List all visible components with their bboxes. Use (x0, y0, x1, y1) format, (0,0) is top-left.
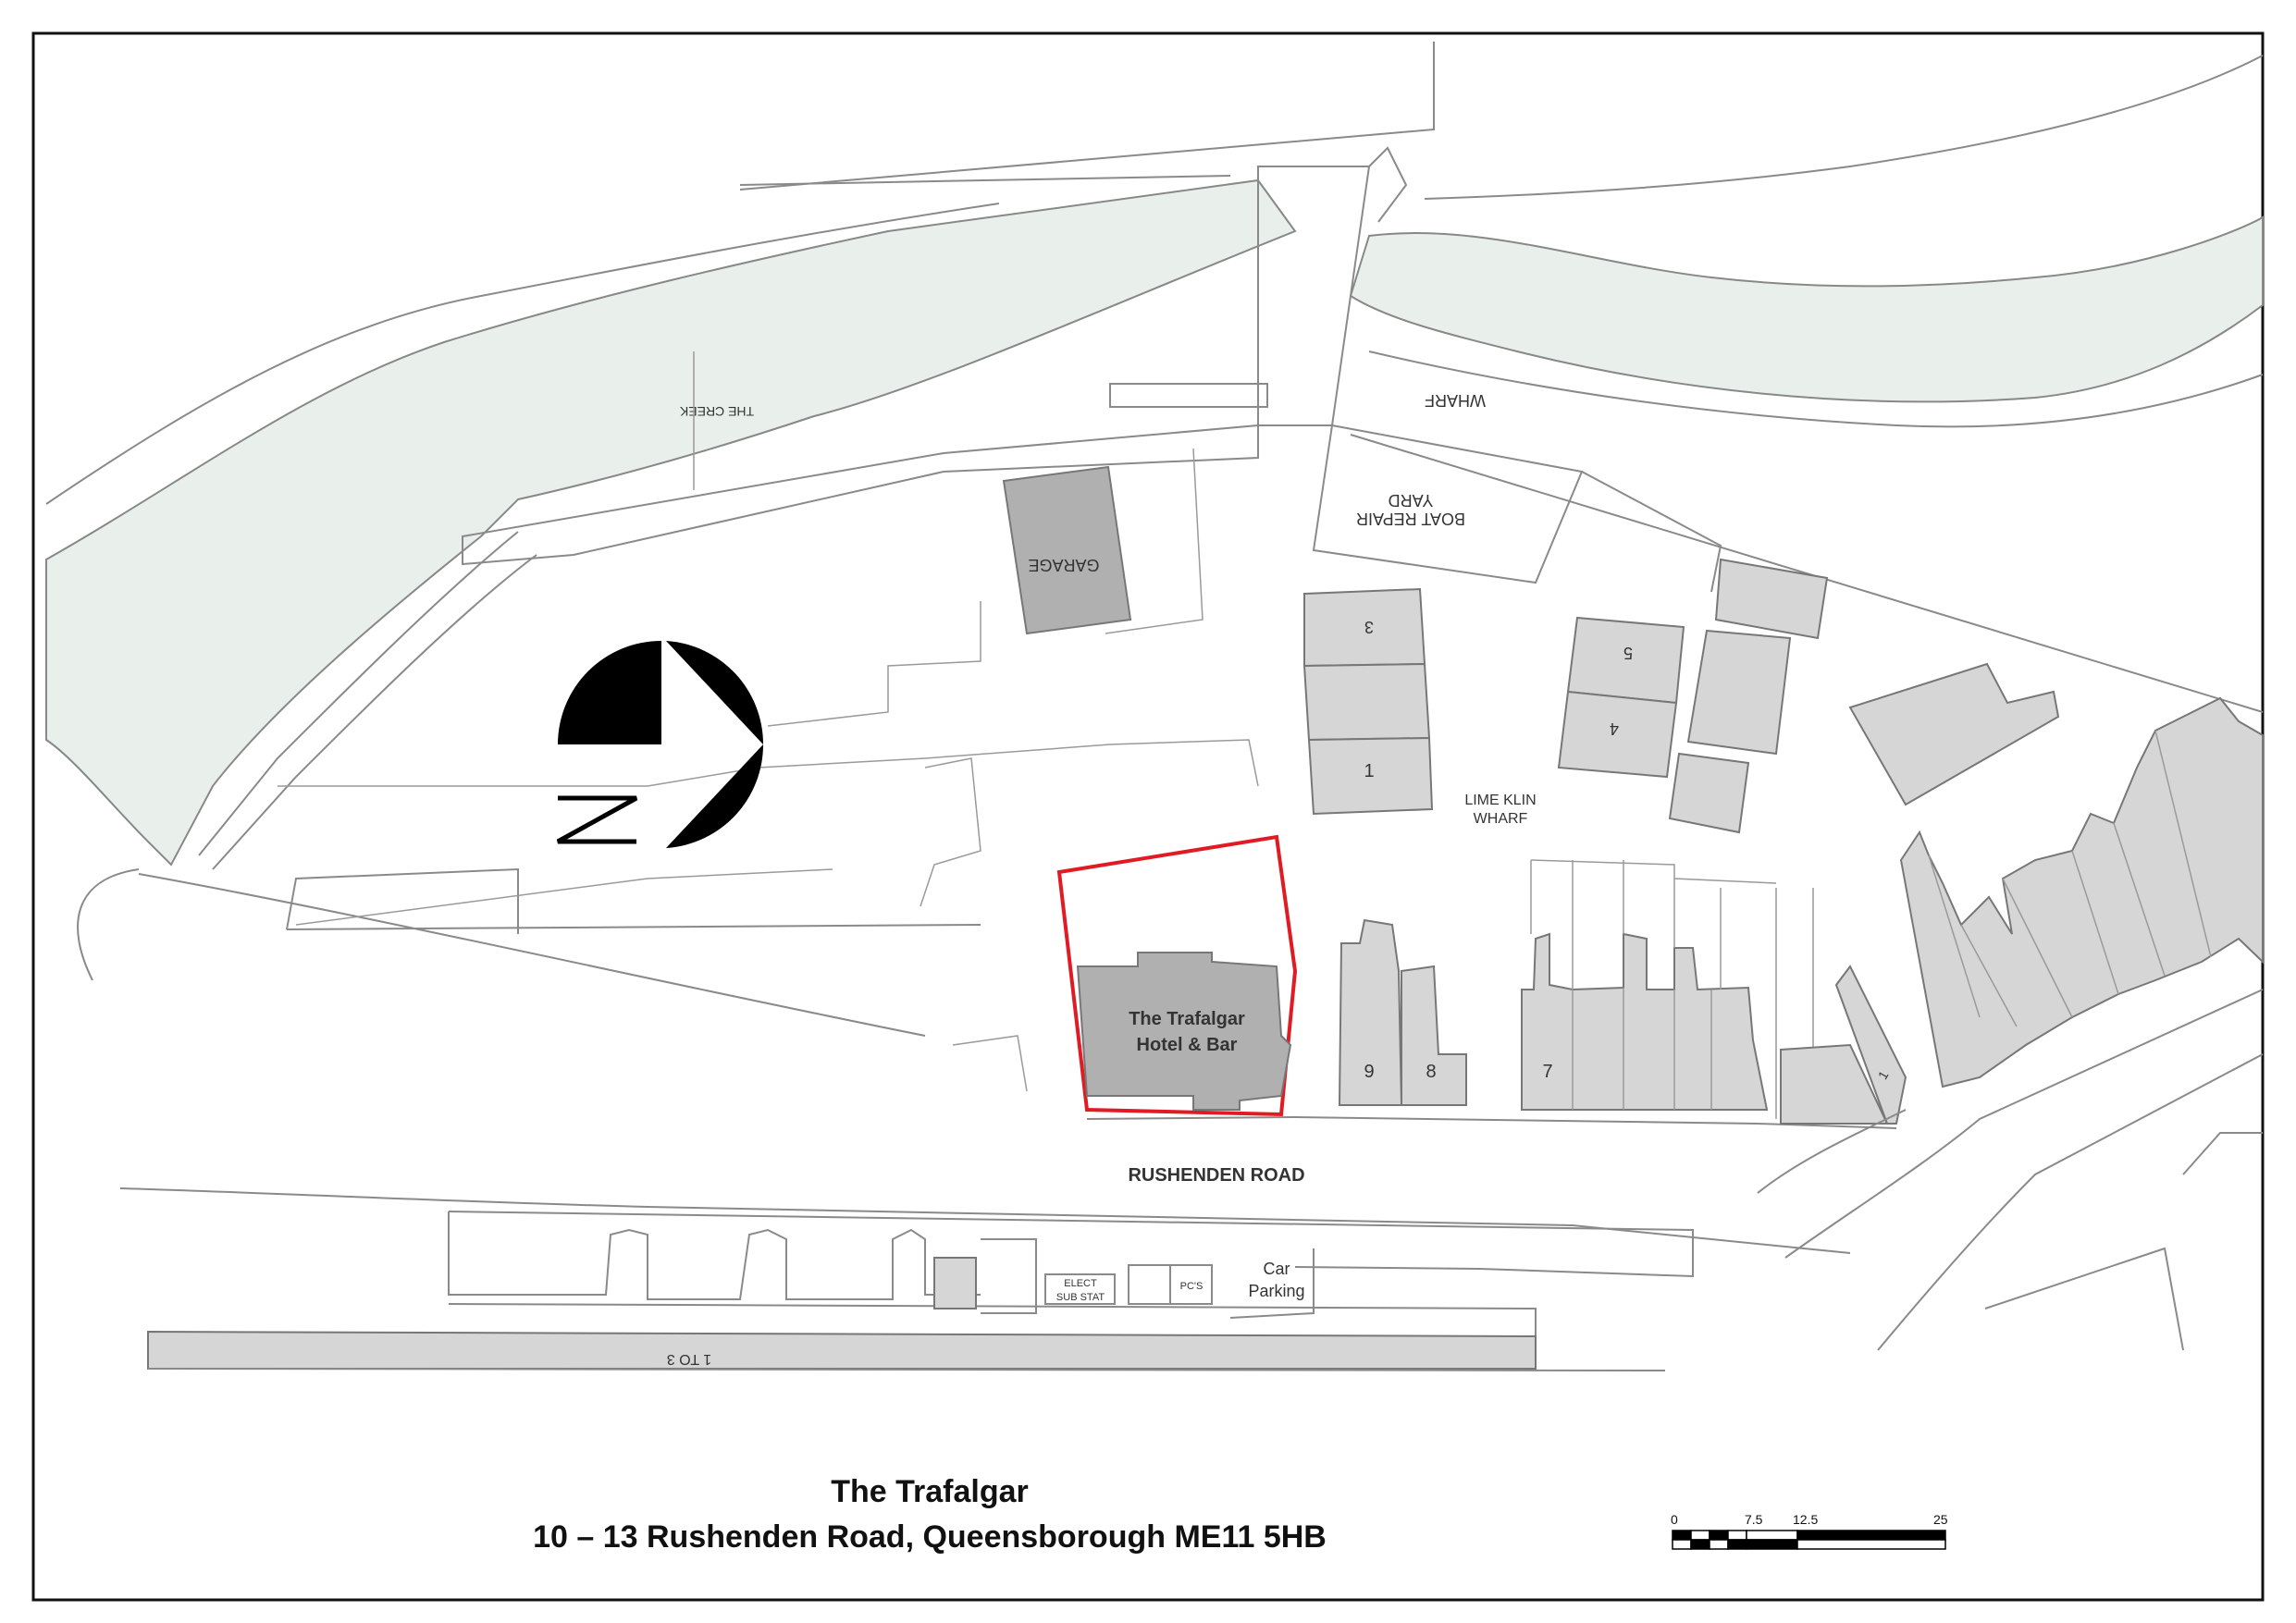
car-parking-line1: Car (1263, 1260, 1290, 1278)
scale-tick-7-5: 7.5 (1745, 1512, 1763, 1527)
boat-repair-label-line2: YARD (1389, 491, 1434, 510)
scale-bar: 0 7.5 12.5 25 (1671, 1512, 1948, 1550)
pcs-label: PC'S (1180, 1281, 1204, 1292)
lime-kiln-label-line2: WHARF (1474, 811, 1528, 827)
units-1-to-3-building (147, 1330, 1537, 1370)
unit-5-label: 5 (1623, 644, 1633, 662)
unit-9 (1338, 918, 1403, 1106)
unit-4 (1557, 690, 1678, 779)
unit-3-label: 3 (1364, 618, 1374, 636)
garage-building (1002, 465, 1132, 635)
title-block-address: 10 – 13 Rushenden Road, Queensborough ME… (533, 1519, 1327, 1555)
elect-sub-stat-line2: SUB STAT (1056, 1292, 1105, 1303)
unit-2 (1302, 662, 1431, 742)
north-arrow (556, 641, 764, 848)
trafalgar-hotel-building (1076, 952, 1292, 1111)
hotel-label-line2: Hotel & Bar (1137, 1035, 1238, 1055)
hotel-label-line1: The Trafalgar (1129, 1009, 1245, 1029)
creek-water (45, 178, 1297, 867)
scale-tick-0: 0 (1671, 1512, 1678, 1527)
wharf-label: WHARF (1425, 391, 1486, 410)
creek-label: THE CREEK (679, 404, 754, 419)
unit-1-label: 1 (1364, 761, 1374, 781)
terrace-east (1834, 696, 2264, 1125)
car-parking-line2: Parking (1248, 1282, 1304, 1300)
unit-9-label: 9 (1364, 1062, 1374, 1082)
unit-7 (1521, 932, 1769, 1111)
creek-water-east (1349, 215, 2264, 403)
boat-repair-label-line1: BOAT REPAIR (1356, 510, 1465, 528)
title-block-title: The Trafalgar (831, 1474, 1029, 1509)
units-1-to-3-label: 1 TO 3 (667, 1351, 711, 1367)
garage-label: GARAGE (1028, 556, 1099, 574)
unit-8-label: 8 (1426, 1062, 1436, 1082)
lime-kiln-label-line1: LIME KLIN (1464, 793, 1536, 808)
unit-8 (1401, 965, 1467, 1106)
unit-1 (1307, 736, 1434, 816)
scale-tick-25: 25 (1933, 1512, 1948, 1527)
unit-7-label: 7 (1542, 1062, 1552, 1082)
elect-sub-stat-line1: ELECT (1064, 1278, 1097, 1289)
scale-tick-12-5: 12.5 (1793, 1512, 1818, 1527)
unit-4-label: 4 (1610, 719, 1619, 738)
rushenden-road-label: RUSHENDEN ROAD (1128, 1165, 1304, 1186)
